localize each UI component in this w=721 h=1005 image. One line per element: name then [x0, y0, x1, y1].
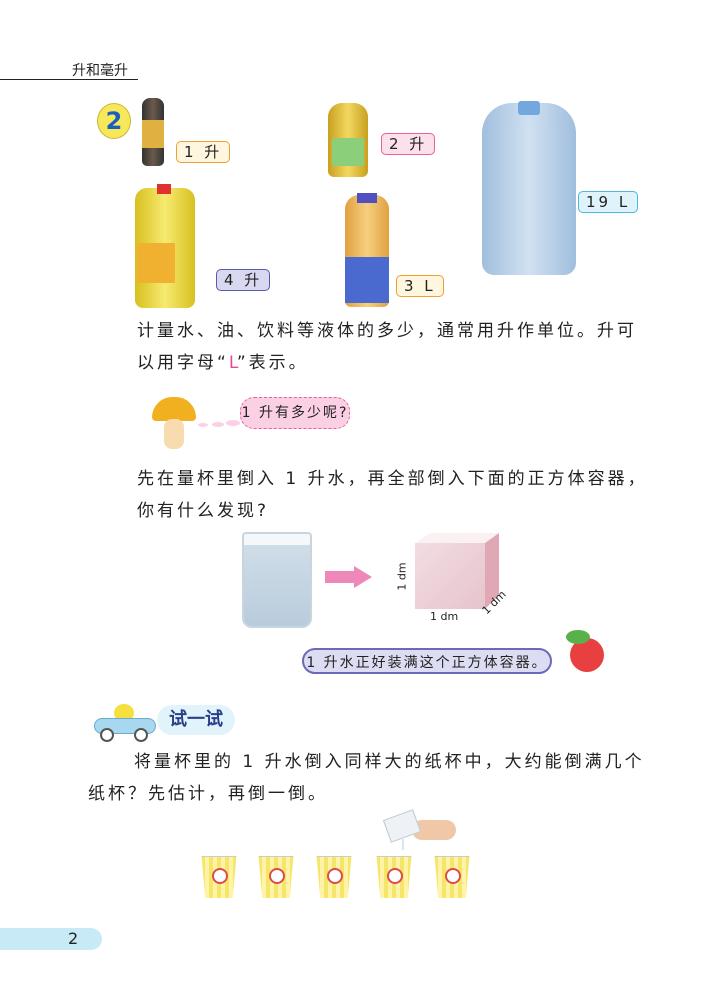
paragraph-liter-intro: 计量水、油、饮料等液体的多少，通常用升作单位。升可 以用字母“L”表示。: [137, 315, 657, 379]
car-character-icon: [94, 704, 156, 742]
label-19-liter: 19 L: [578, 191, 639, 213]
water-jug-19l-image: [482, 101, 576, 275]
radish-speech-bubble: 1 升水正好装满这个正方体容器。: [302, 648, 552, 674]
soy-sauce-bottle-image: [142, 98, 164, 166]
paper-cup: [258, 850, 294, 898]
paragraph-experiment: 先在量杯里倒入 1 升水，再全部倒入下面的正方体容器， 你有什么发现?: [137, 463, 657, 527]
paragraph-line: 将量杯里的 1 升水倒入同样大的纸杯中，大约能倒满几个: [134, 752, 645, 772]
chapter-header: 升和毫升: [72, 63, 128, 79]
right-arrow-icon: [325, 571, 355, 583]
measuring-beaker-image: [242, 532, 312, 628]
label-2-liter: 2 升: [381, 133, 436, 155]
paragraph-line: 计量水、油、饮料等液体的多少，通常用升作单位。升可: [137, 321, 637, 341]
label-4-liter: 4 升: [216, 269, 271, 291]
cube-height-label: 1 dm: [395, 562, 409, 591]
letter-l: L: [228, 353, 237, 373]
page-number: 2: [68, 929, 79, 948]
oil-bottle-4l-image: [135, 184, 195, 308]
text: 以用字母“: [137, 353, 229, 373]
header-rule: [0, 79, 138, 80]
oil-bottle-2l-image: [328, 103, 368, 177]
arrow-head: [354, 566, 372, 588]
label-1-liter: 1 升: [176, 141, 231, 163]
radish-character: [562, 630, 608, 672]
paragraph-line: 先在量杯里倒入 1 升水，再全部倒入下面的正方体容器，: [137, 469, 648, 489]
paragraph-line: 以用字母“L”表示。: [137, 347, 657, 379]
page-number-tab: [0, 928, 102, 950]
paragraph-line: 纸杯？先估计，再倒一倒。: [88, 784, 328, 804]
paper-cup: [376, 850, 412, 898]
paragraph-line: 你有什么发现?: [137, 501, 270, 521]
section-number-badge: 2: [97, 103, 131, 139]
text: ”表示。: [236, 353, 309, 373]
cube-width-label: 1 dm: [430, 610, 459, 623]
pouring-hand-image: [382, 809, 456, 864]
try-it-heading: 试一试: [157, 705, 235, 735]
mushroom-thought-bubble: 1 升有多少呢?: [240, 397, 350, 429]
mushroom-character: [152, 397, 196, 453]
thought-dots: [198, 420, 240, 428]
label-3-liter: 3 L: [396, 275, 444, 297]
paper-cup: [434, 850, 470, 898]
paper-cup: [201, 850, 237, 898]
juice-bottle-3l-image: [345, 193, 389, 307]
cube-container-image: [415, 533, 499, 609]
paragraph-try-it: 将量杯里的 1 升水倒入同样大的纸杯中，大约能倒满几个 纸杯？先估计，再倒一倒。: [88, 746, 648, 810]
paper-cup: [316, 850, 352, 898]
